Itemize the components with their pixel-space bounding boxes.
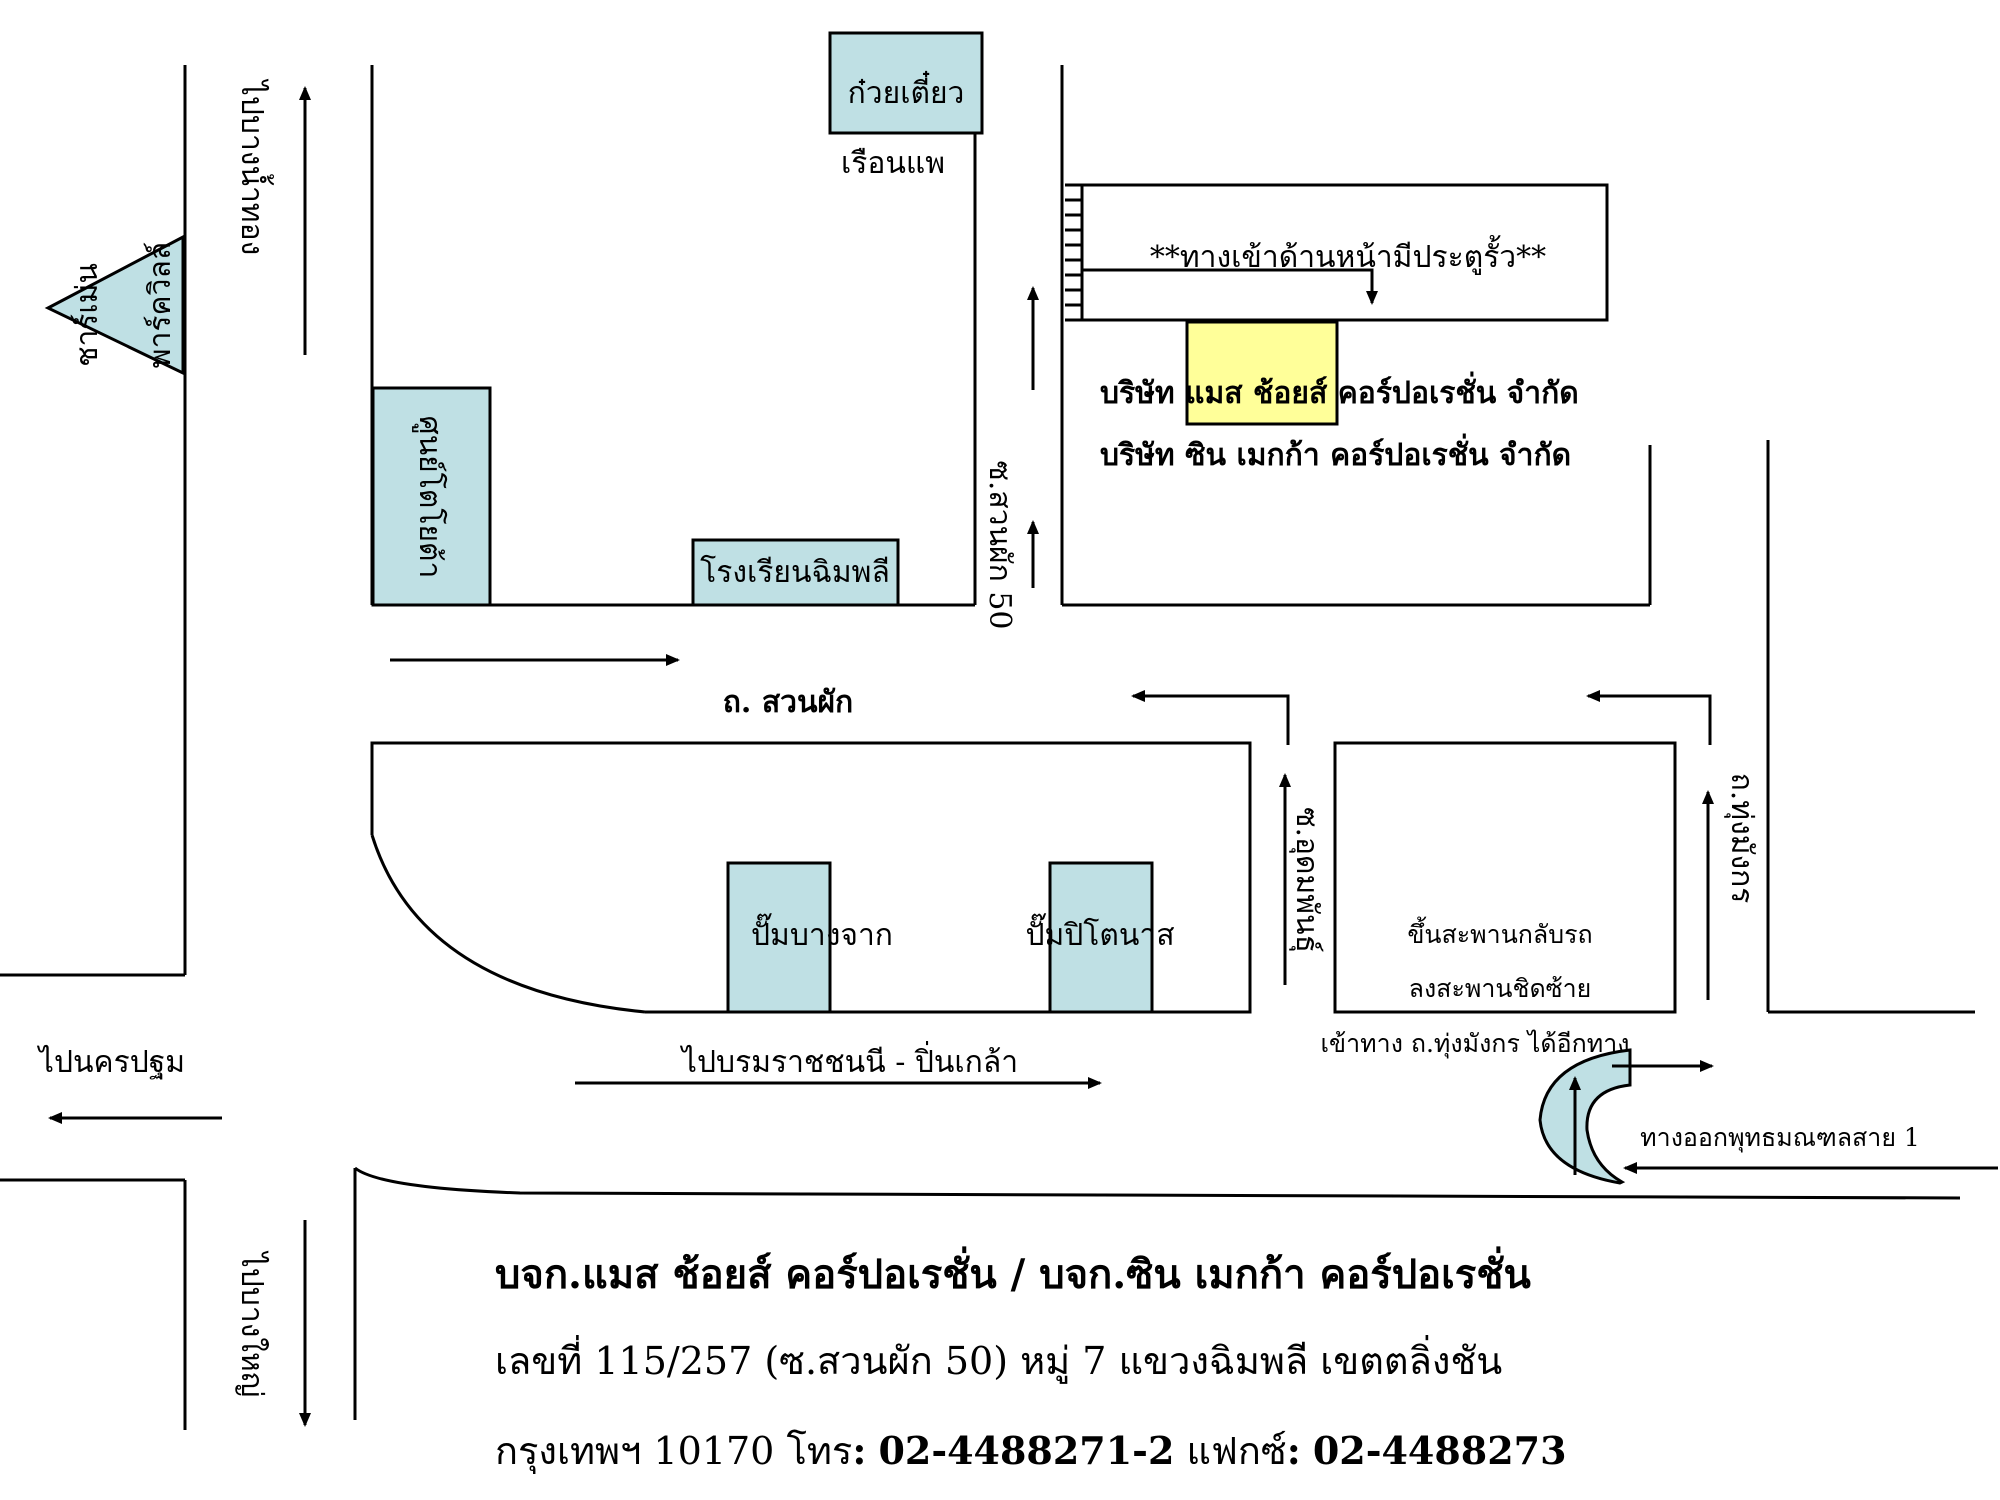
label-town-village: ชาร์เม่น [70, 263, 105, 367]
label-to-boromratchachonnani: ไปบรมราชชนนี - ปิ่นเกล้า [680, 1041, 1018, 1080]
bangchak-station-building [726, 861, 832, 1014]
city-blocks [370, 183, 1677, 1014]
rotated-labels: ไปบางน้ำทอง ไปบางใหญ่ ศูนย์โตโยต้า ซ.สวน… [70, 79, 1759, 1398]
label-soi-suan-phak-50: ซ.สวนผัก 50 [982, 460, 1017, 629]
label-company-1: บริษัท แมส ช้อยส์ คอร์ปอเรชั่น จำกัด [1100, 371, 1579, 411]
label-bangchak: ปั๊มบางจาก [751, 913, 893, 953]
label-company-2: บริษัท ซิน เมกก้า คอร์ปอเรชั่น จำกัด [1100, 433, 1571, 473]
label-to-nakhon-pathom: ไปนครปฐม [37, 1044, 185, 1080]
road-lines [0, 65, 1975, 1430]
label-to-bang-nam-thong: ไปบางน้ำทอง [234, 79, 274, 255]
arrow-gate [1340, 268, 1378, 305]
label-park-village: พาร์ควิลล์ [143, 242, 178, 368]
direction-arrows [48, 86, 1998, 1427]
buildings [44, 31, 1632, 1185]
arrow-left-from-thung-mangkon [1586, 690, 1712, 745]
map-labels: ก๋วยเตี๋ยว เรือนแพ โรงเรียนฉิมพลี ถ. สวน… [37, 70, 1920, 1153]
bridge-uturn-shape [1538, 1048, 1632, 1185]
label-suan-phak-road: ถ. สวนผัก [723, 685, 853, 720]
label-front-gate: **ทางเข้าด้านหน้ามีประตูรั้ว** [1150, 235, 1546, 275]
label-expressway-exit: ทางออกพุทธมณฑลสาย 1 [1640, 1123, 1920, 1153]
company-location [1185, 320, 1339, 426]
label-toyota-center: ศูนย์โตโยต้า [412, 416, 448, 579]
label-to-bang-yai: ไปบางใหญ่ [234, 1251, 270, 1398]
noodle-shop-building [828, 31, 984, 135]
village-triangle [44, 234, 185, 376]
fence-marks [1065, 183, 1082, 322]
label-thung-mangkon-road: ถ.ทุ่งมังกร [1723, 773, 1759, 904]
label-bridge-left: ลงสะพานชิดซ้าย [1409, 974, 1592, 1003]
label-chimphli-school: โรงเรียนฉิมพลี [700, 554, 890, 590]
label-bridge-uturn: ขึ้นสะพานกลับรถ [1407, 916, 1592, 949]
toyota-center-building [371, 386, 492, 607]
petronas-station-building [1048, 861, 1154, 1014]
label-enter-thung-mangkon: เข้าทาง ถ.ทุ่งมังกร ได้อีกทาง [1321, 1029, 1630, 1059]
label-ruean-phae: เรือนแพ [841, 146, 945, 181]
label-noodle-shop: ก๋วยเตี๋ยว [848, 70, 965, 111]
chimphli-school-building [691, 538, 900, 607]
label-soi-udomphan: ซ.อุดมพันธุ์ [1288, 807, 1324, 953]
label-petronas: ปั๊มปิโตนาส [1025, 913, 1174, 953]
arrow-left-from-udomphan [1131, 690, 1290, 745]
